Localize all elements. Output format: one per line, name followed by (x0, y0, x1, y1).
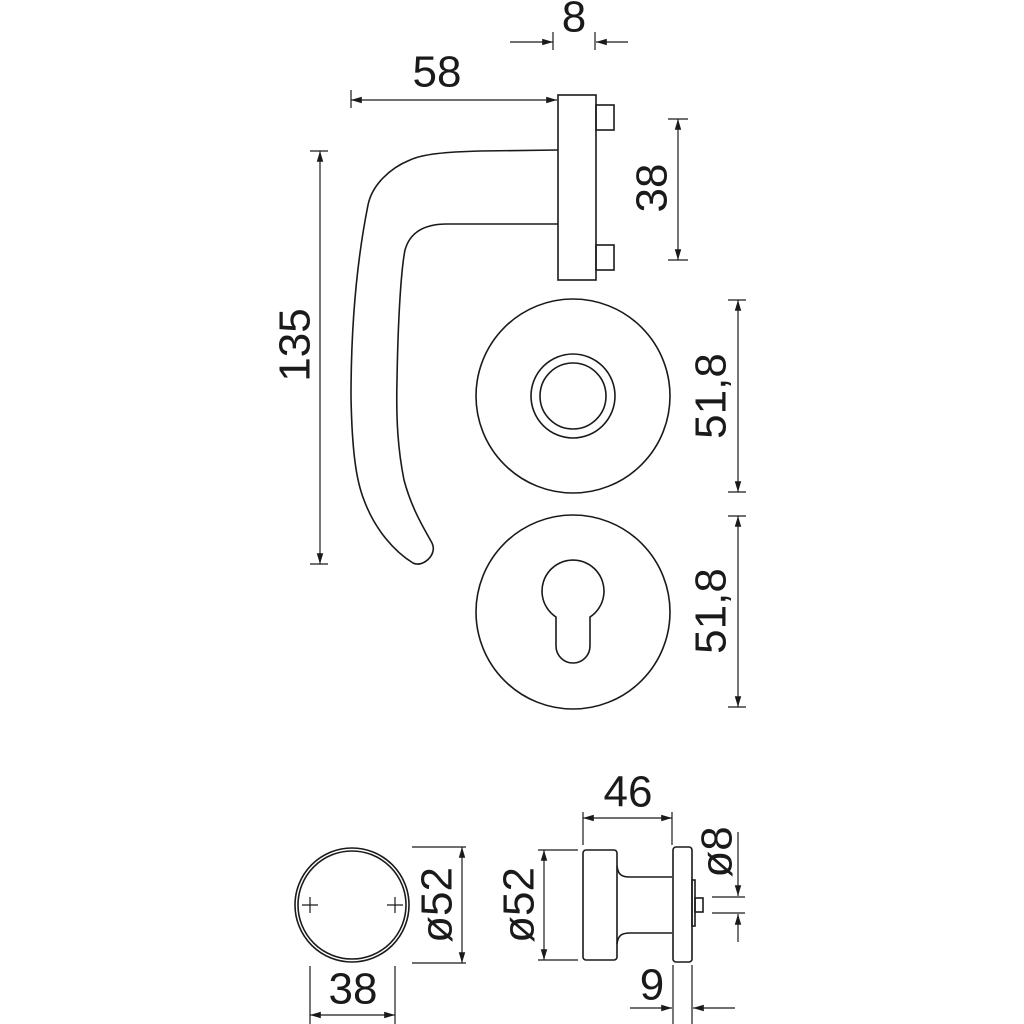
keyhole-cutout (541, 559, 605, 664)
handle-rose-plate (557, 94, 597, 281)
dim-label-9: 9 (640, 961, 664, 1010)
lever-handle (350, 94, 615, 565)
dimension-rose-thickness: 8 (510, 0, 628, 50)
dim-label-o8: ø8 (693, 826, 742, 877)
knob-front-view: ø52 38 (294, 846, 466, 1024)
knob-side-view: 46 ø52 ø8 9 (495, 768, 745, 1024)
dim-label-38-posts: 38 (628, 164, 677, 213)
fixing-post-top (595, 104, 615, 131)
dim-label-46: 46 (604, 768, 653, 817)
handle-lever-outline (350, 149, 559, 565)
dim-label-38-knob: 38 (329, 965, 378, 1014)
screw-mark (302, 897, 403, 913)
dim-label-135: 135 (271, 308, 320, 381)
dim-label-58: 58 (413, 48, 462, 97)
dimension-handle-length: 135 (271, 150, 328, 565)
dim-label-o52-front: ø52 (413, 867, 462, 943)
dimension-handle-projection: 58 (350, 48, 557, 108)
dim-label-8: 8 (562, 0, 586, 42)
dimension-post-spacing: 38 (628, 118, 688, 261)
dim-label-51-8-bottom: 51,8 (687, 568, 736, 654)
dim-label-o52-side: ø52 (495, 867, 544, 943)
dim-label-51-8-top: 51,8 (687, 353, 736, 439)
rosette-top: 51,8 (475, 298, 746, 494)
rosette-keyhole: 51,8 (475, 514, 746, 710)
fixing-post-bottom (595, 244, 615, 271)
